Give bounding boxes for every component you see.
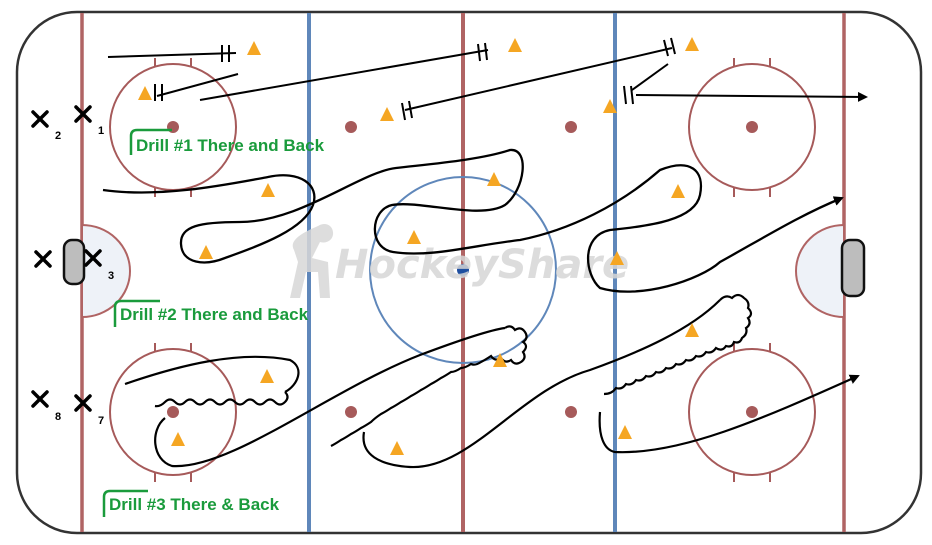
player-number: 7 [98,415,104,427]
faceoff-circle-top-right [688,58,816,197]
drill-1-label-bracket [129,128,172,155]
cone [685,37,699,51]
player-marker [74,394,92,412]
players [31,105,102,412]
center-dot [457,264,469,276]
center-circle [369,176,557,364]
cone [390,441,404,455]
player-number: 8 [55,411,61,423]
cone [380,107,394,121]
cone [138,86,152,100]
drill-3-label-bracket [102,489,148,517]
cone [171,432,185,446]
watermark-player-icon [290,224,334,298]
cone [261,183,275,197]
player-number: 3 [108,270,114,282]
player-number: 2 [55,130,61,142]
drill-1-label: Drill #1 There and Back [136,136,325,155]
drill-2-skating-route [102,148,844,293]
drill-3-label: Drill #3 There & Back [109,495,280,514]
drill-3-routes [124,293,860,469]
player-marker [34,250,52,268]
crease-right [795,223,845,319]
player-marker [31,390,49,408]
watermark-text: HockeyShare [335,242,629,288]
drill-2-label-bracket [113,299,160,327]
faceoff-circle-bottom-right [688,343,816,482]
cone [618,425,632,439]
player-marker [84,249,102,267]
cone [685,323,699,337]
faceoff-dots [167,121,758,418]
faceoff-circle-bottom-left [109,343,237,482]
player-number: 1 [98,125,104,137]
faceoff-circle-top-left [109,58,237,197]
net-right [840,238,866,298]
cone [487,172,501,186]
cones [138,37,699,455]
drill-1-passes [107,37,868,121]
cone [610,251,624,265]
cone [260,369,274,383]
cone [508,38,522,52]
cone [493,353,507,367]
cone [407,230,421,244]
player-marker [74,105,92,123]
cone [199,245,213,259]
cone [671,184,685,198]
cone [247,41,261,55]
drill-2-label: Drill #2 There and Back [120,305,309,324]
player-marker [31,110,49,128]
crease-left [81,223,131,319]
cone [603,99,617,113]
net-left [62,238,86,286]
